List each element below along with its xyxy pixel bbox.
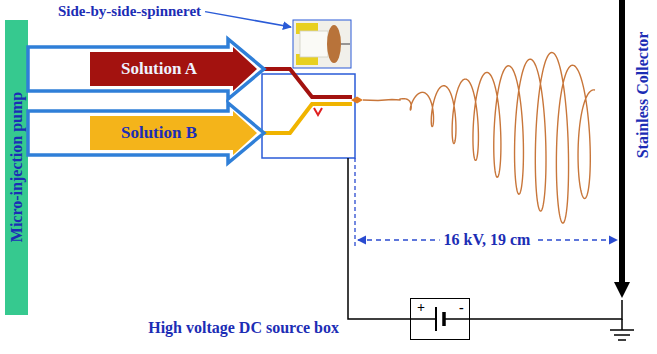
polarity-sign: - [459, 300, 464, 316]
arrow-outline [28, 39, 264, 99]
wire [410, 318, 436, 320]
source-label: High voltage DC source box [148, 319, 339, 337]
junction-mark [314, 108, 322, 115]
ground-symbol [610, 329, 634, 331]
solution-label: Solution B [121, 123, 197, 143]
source-ground [410, 298, 470, 340]
channel-b [262, 104, 352, 133]
taylor-cone [351, 97, 363, 104]
collector-plate: Stainless Collector [612, 0, 654, 300]
pump-bar: Micro-injection pump [5, 20, 28, 315]
collector-bar [619, 0, 625, 284]
photo-needle [341, 43, 350, 45]
arrow-fill [90, 47, 257, 91]
ground-symbol [614, 334, 630, 336]
pump-label: Micro-injection pump [7, 92, 25, 242]
battery-plate [442, 312, 446, 326]
dimension-tick [354, 158, 355, 248]
arrow-outline [28, 103, 264, 163]
channel-a [262, 69, 352, 97]
ground-symbol [621, 319, 623, 330]
solution-label: Solution A [121, 59, 197, 79]
arrow-fill [90, 111, 257, 155]
photo-part [300, 31, 328, 57]
wire [348, 158, 410, 319]
collector-arrowhead [614, 282, 630, 298]
ground-symbol [618, 339, 626, 341]
polarity-sign: + [417, 300, 425, 316]
spinneret-label: Side-by-side-spinneret [58, 3, 201, 20]
dc-source-box: +-High voltage DC source box [410, 298, 470, 340]
dimension-label: 16 kV, 19 cm [440, 231, 535, 249]
battery-plate [435, 307, 437, 331]
leader-line [205, 12, 291, 27]
photo-part [327, 25, 341, 63]
solution-arrow: Solution B [28, 102, 265, 164]
spinneret-frame [262, 74, 355, 158]
spinneret-photo [293, 20, 351, 68]
fiber-jet [363, 53, 595, 224]
wire [444, 318, 470, 320]
wire-connector [470, 300, 622, 319]
collector-label: Stainless Collector [634, 32, 652, 159]
solution-arrow: Solution A [28, 38, 265, 100]
